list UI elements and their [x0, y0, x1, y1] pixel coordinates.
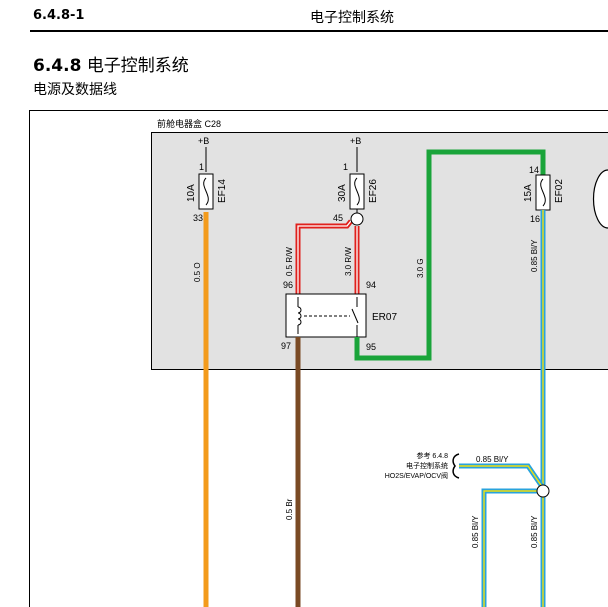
section-title-text: 电子控制系统: [86, 56, 189, 76]
header-title: 电子控制系统: [310, 10, 394, 26]
ef02-rating: 15A: [523, 184, 534, 202]
blue-yellow-left-wire: [481, 488, 543, 607]
ef26-pin-out: 45: [333, 213, 343, 223]
relay-pin-97: 97: [281, 341, 291, 351]
relay-switch-contact: [351, 308, 359, 324]
blue-yellow-right-label: 0.85 Bl/Y: [530, 515, 539, 548]
partial-component: [592, 169, 608, 229]
relay-coil: [297, 306, 302, 326]
ef02-pin-in: 14: [529, 165, 539, 175]
ef26-rating: 30A: [337, 184, 348, 202]
ef26-splice-point: [350, 212, 364, 226]
section-number: 6.4.8: [33, 56, 82, 76]
ef02-pin-out: 16: [530, 214, 540, 224]
diagram-frame: [29, 110, 608, 607]
relay-pin-95: 95: [366, 342, 376, 352]
ef14-supply: +B: [198, 136, 209, 146]
header-rule: [30, 30, 608, 32]
green-wire: [354, 149, 546, 361]
red-white-wire-small-label: 0.5 R/W: [285, 247, 294, 276]
ef14-rating: 10A: [186, 184, 197, 202]
reference-line1: 参考 6.4.8: [416, 451, 448, 460]
red-white-wire-small-stripe: [297, 220, 352, 297]
section-subtitle: 电源及数据线: [33, 82, 117, 98]
ef14-pin-in: 1: [199, 162, 204, 172]
blue-yellow-ref-wire-stripe: [459, 465, 544, 489]
blue-yellow-main-label: 0.85 Bl/Y: [530, 239, 539, 272]
section-title: 6.4.8 电子控制系统: [33, 51, 189, 76]
red-white-wire-main-label: 3.0 R/W: [344, 247, 353, 276]
blue-yellow-left-wire-stripe: [483, 490, 543, 607]
reference-line2: 电子控制系统: [406, 461, 448, 470]
ef26-supply: +B: [350, 136, 361, 146]
reference-line3: HO2S/EVAP/OCV阀: [385, 471, 448, 480]
blue-yellow-left-label: 0.85 Bl/Y: [471, 515, 480, 548]
green-wire-label: 3.0 G: [416, 258, 425, 278]
relay-id: ER07: [372, 312, 397, 323]
ef26-fuse-element: [354, 177, 360, 206]
orange-wire-label: 0.5 O: [193, 262, 202, 282]
blue-yellow-splice-point: [536, 484, 550, 498]
ef14-fuse-element: [203, 177, 209, 206]
ef26-pin-in: 1: [343, 162, 348, 172]
ef14-pin-out: 33: [193, 213, 203, 223]
relay-pin-94: 94: [366, 280, 376, 290]
relay-pin-96: 96: [283, 280, 293, 290]
front-compartment-box: [151, 132, 608, 370]
ef26-id: EF26: [368, 179, 379, 203]
blue-yellow-ref-label: 0.85 Bl/Y: [476, 455, 509, 464]
header-code: 6.4.8-1: [33, 8, 85, 23]
ef02-id: EF02: [554, 179, 565, 203]
box-label: 前舱电器盒 C28: [157, 118, 221, 129]
ef14-id: EF14: [217, 179, 228, 203]
reference-brace: [452, 453, 460, 479]
ef02-fuse-element: [540, 178, 546, 207]
brown-wire-label: 0.5 Br: [285, 498, 294, 520]
